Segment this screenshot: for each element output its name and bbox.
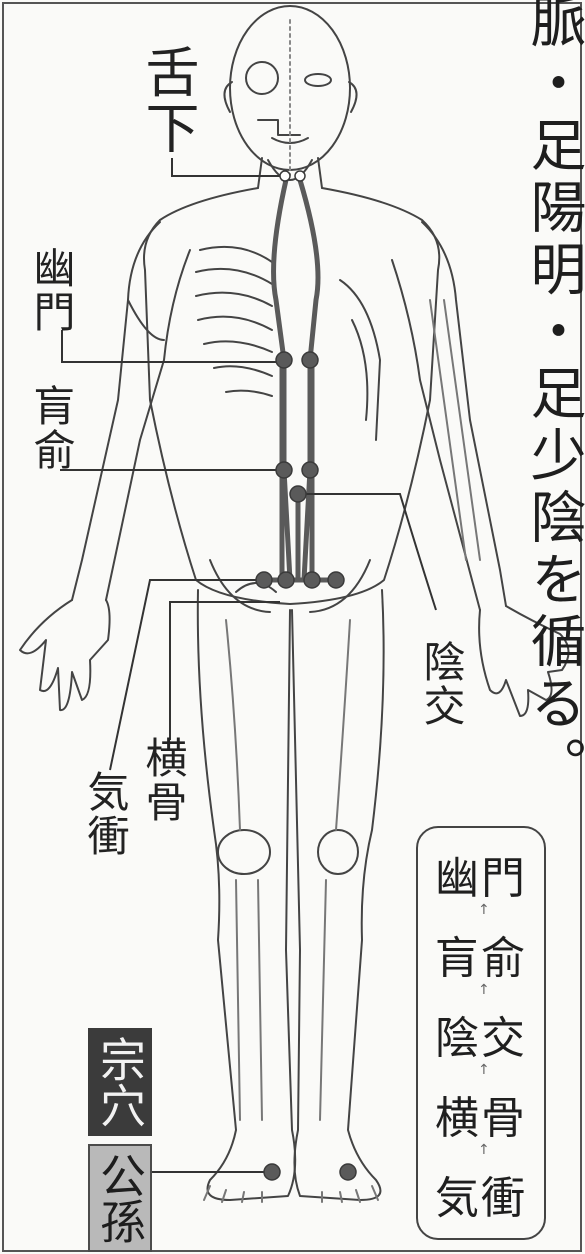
point-koson-left (264, 1164, 280, 1180)
point-inko (290, 486, 306, 502)
label-oukotsu: 横骨 (142, 736, 184, 824)
point-kiko-right (328, 572, 344, 588)
label-shetsuka: 舌下 (140, 44, 194, 156)
up-arrow-icon: ↑ (478, 1062, 490, 1078)
koson-tag: 公孫 (88, 1144, 152, 1252)
point-shetsuka-left (280, 171, 290, 181)
caption-text: 脈・足陽明・足少陰を循る。 (525, 0, 581, 798)
point-koyu-right (302, 462, 318, 478)
sequence-item: 陰交 (418, 1002, 544, 1066)
up-arrow-icon: ↑ (478, 902, 490, 918)
label-yumon: 幽門 (30, 246, 72, 334)
sequence-box: 幽門 ↑ 肓俞 ↑ 陰交 ↑ 横骨 ↑ 気衝 (416, 826, 546, 1240)
point-oukotsu-left (278, 572, 294, 588)
point-shetsuka-right (295, 171, 305, 181)
label-koyu: 肓俞 (30, 384, 72, 472)
point-oukotsu-right (304, 572, 320, 588)
left-leg-outline (198, 590, 295, 1200)
sequence-item: 横骨 (418, 1082, 544, 1146)
point-koson-right (340, 1164, 356, 1180)
sequence-item: 気衝 (418, 1162, 544, 1226)
right-leg-outline (292, 590, 384, 1200)
label-inko: 陰交 (420, 640, 462, 728)
point-koyu-left (276, 462, 292, 478)
leader-oukotsu (170, 602, 280, 740)
torso-outline (144, 188, 439, 604)
label-kiko: 気衝 (84, 770, 126, 858)
leader-inko (300, 494, 436, 610)
leader-yumon (62, 330, 280, 362)
point-kiko-left (256, 572, 272, 588)
channel-lines (262, 180, 338, 580)
up-arrow-icon: ↑ (478, 1142, 490, 1158)
sou-ketsu-tag: 宗穴 (88, 1028, 152, 1136)
leader-shetsuka (172, 158, 282, 176)
up-arrow-icon: ↑ (478, 982, 490, 998)
point-yumon-left (276, 352, 292, 368)
point-yumon-right (302, 352, 318, 368)
sequence-item: 肓俞 (418, 922, 544, 986)
sequence-item: 幽門 (418, 842, 544, 906)
